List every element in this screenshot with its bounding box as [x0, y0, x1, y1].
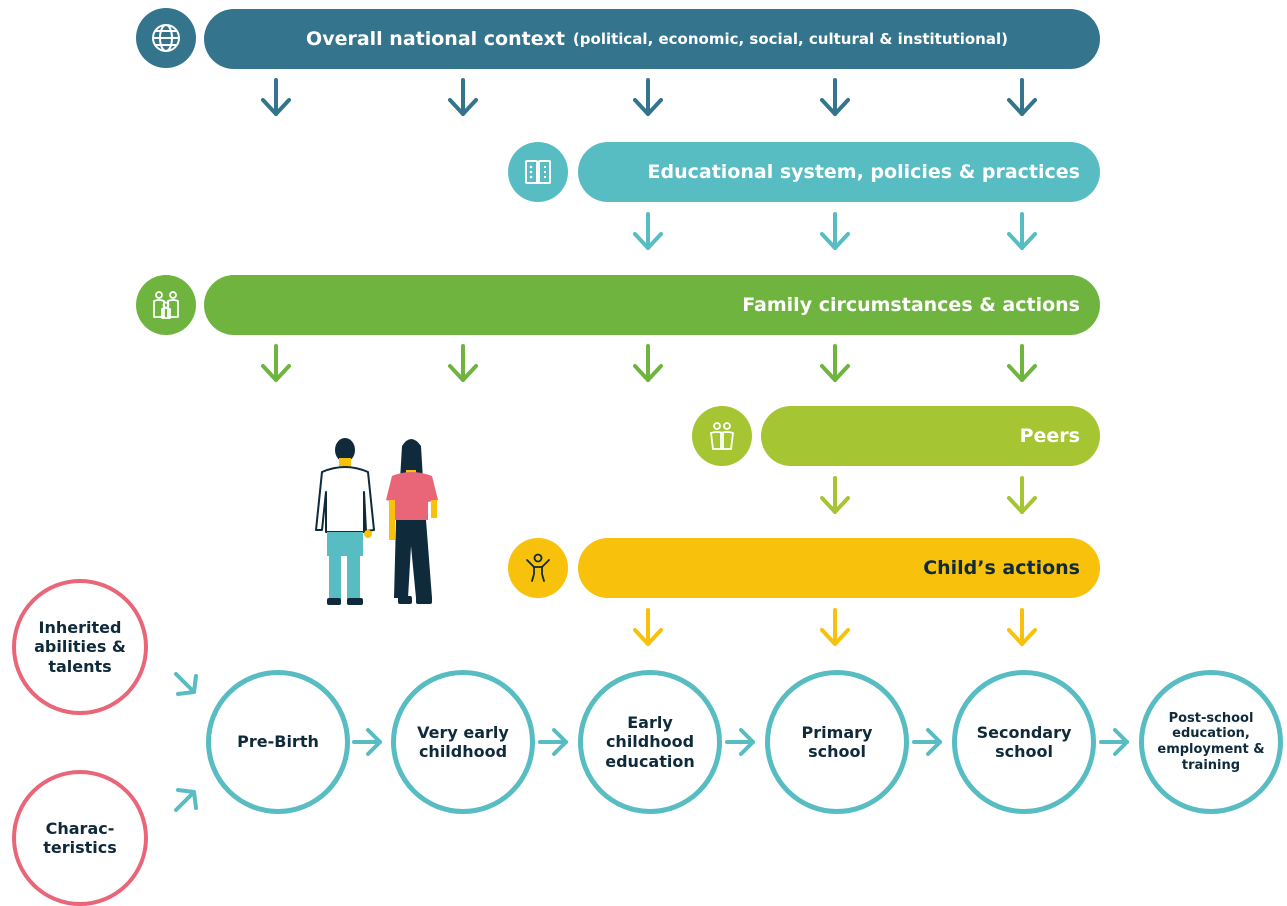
down-arrow [820, 608, 850, 646]
down-arrow [820, 476, 850, 514]
peers-icon [710, 422, 734, 450]
national-icon-circle [136, 8, 196, 68]
right-arrow [725, 728, 755, 756]
national-arrows [261, 78, 1037, 116]
down-arrow [820, 344, 850, 382]
down-arrow [1007, 344, 1037, 382]
education-arrows [633, 212, 1037, 250]
peers-title: Peers [1019, 425, 1080, 447]
globe-icon [152, 24, 180, 52]
factor-inherited-abilities: Inherited abilities & talents [12, 579, 148, 715]
stage-primary-school: Primary school [765, 670, 909, 814]
peers-banner: Peers [761, 406, 1100, 466]
stage-secondary-school: Secondary school [952, 670, 1096, 814]
family-icon-circle [136, 275, 196, 335]
down-arrow [633, 78, 663, 116]
education-icon-circle [508, 142, 568, 202]
down-arrow [1007, 476, 1037, 514]
down-arrow [820, 78, 850, 116]
peers-icon-circle [692, 406, 752, 466]
down-arrow [820, 212, 850, 250]
stage-label: Very early childhood [417, 722, 509, 761]
down-arrow [1007, 608, 1037, 646]
family-title: Family circumstances & actions [742, 294, 1080, 316]
stage-label: Post-school education, employment & trai… [1157, 710, 1265, 773]
man-figure [315, 438, 375, 605]
down-arrow [448, 344, 478, 382]
child-icon [526, 553, 550, 582]
down-arrow [1007, 78, 1037, 116]
diagonal-arrow-down [174, 672, 198, 696]
right-arrow [352, 728, 382, 756]
education-banner: Educational system, policies & practices [578, 142, 1100, 202]
right-arrow [912, 728, 942, 756]
down-arrow [261, 78, 291, 116]
factor-label: Inherited abilities & talents [34, 618, 126, 676]
child-arrows [633, 608, 1037, 646]
stage-early-childhood-education: Early childhood education [578, 670, 722, 814]
national-context-title: Overall national context [306, 28, 565, 50]
book-icon [525, 160, 551, 184]
down-arrow [633, 608, 663, 646]
education-title: Educational system, policies & practices [647, 161, 1080, 183]
stage-very-early-childhood: Very early childhood [391, 670, 535, 814]
down-arrow [633, 344, 663, 382]
down-arrow [1007, 212, 1037, 250]
diagonal-arrow-up [174, 788, 198, 812]
right-arrow [1099, 728, 1129, 756]
national-context-subtitle: (political, economic, social, cultural &… [572, 30, 1008, 48]
child-icon-circle [508, 538, 568, 598]
down-arrow [448, 78, 478, 116]
down-arrow [633, 212, 663, 250]
woman-figure [386, 439, 438, 604]
family-banner: Family circumstances & actions [204, 275, 1100, 335]
down-arrow [261, 344, 291, 382]
child-actions-title: Child’s actions [923, 557, 1080, 579]
family-icon [153, 291, 179, 319]
child-actions-banner: Child’s actions [578, 538, 1100, 598]
factor-label: Charac-teristics [43, 818, 117, 857]
stage-post-school: Post-school education, employment & trai… [1139, 670, 1283, 814]
national-context-banner: Overall national context (political, eco… [204, 9, 1100, 69]
peers-arrows [820, 476, 1037, 514]
stage-pre-birth: Pre-Birth [206, 670, 350, 814]
factor-characteristics: Charac-teristics [12, 770, 148, 906]
stage-label: Primary school [801, 722, 873, 761]
right-arrow [538, 728, 568, 756]
stage-label: Early childhood education [605, 713, 695, 771]
stage-label: Secondary school [976, 722, 1072, 761]
family-arrows [261, 344, 1037, 382]
parents-illustration [315, 438, 438, 605]
stage-label: Pre-Birth [237, 732, 319, 752]
